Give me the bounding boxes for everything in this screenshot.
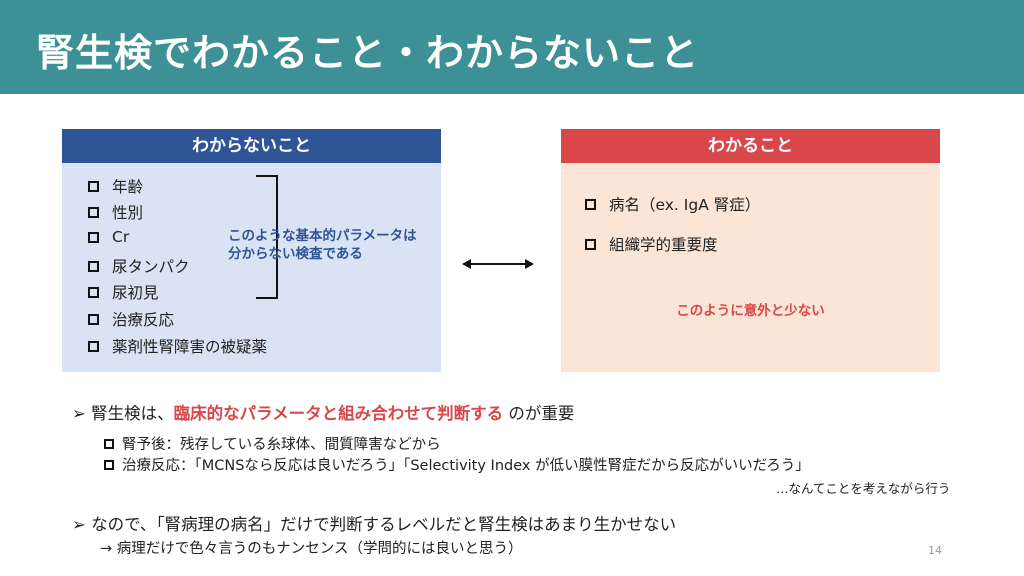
- list-item: 尿タンパク: [88, 255, 190, 277]
- double-arrow-icon: [462, 259, 534, 269]
- list-item: 組織学的重要度: [585, 233, 718, 255]
- item-label: 尿タンパク: [112, 258, 190, 276]
- page-number: 14: [928, 544, 942, 557]
- title-bar: [0, 0, 1024, 94]
- item-label: 尿初見: [112, 284, 159, 302]
- arrow-bullet-icon: ➢: [72, 404, 92, 423]
- checkbox-icon: [88, 231, 99, 243]
- list-item: 治療反応: [88, 308, 174, 330]
- checkbox-icon: [88, 206, 99, 218]
- checkbox-icon: [88, 260, 99, 272]
- list-item: 性別: [88, 201, 143, 223]
- checkbox-icon: [88, 340, 99, 352]
- sub-bullet: 治療反応：「MCNSなら反応は良いだろう」「Selectivity Index …: [104, 454, 810, 475]
- known-note: このように意外と少ない: [676, 303, 825, 319]
- checkbox-icon: [585, 198, 596, 210]
- item-label: 治療反応: [112, 311, 175, 329]
- known-box: わかること 病名（ex. IgA 腎症） 組織学的重要度 このように意外と少ない: [561, 129, 940, 372]
- item-label: 性別: [112, 204, 144, 222]
- arrow-bullet-icon: ➢: [72, 515, 92, 534]
- checkbox-icon: [88, 313, 99, 325]
- bullet-2: ➢ なので、「腎病理の病名」だけで判断するレベルだと腎生検はあまり生かせない: [72, 511, 676, 535]
- list-item: 尿初見: [88, 281, 159, 303]
- note-line: 分からない検査である: [228, 246, 363, 262]
- highlight-text: 臨床的なパラメータと組み合わせて判断する: [173, 404, 504, 423]
- slide-title: 腎生検でわかること・わからないこと: [36, 31, 700, 75]
- text: 腎生検は、: [91, 404, 174, 423]
- text: なので、「腎病理の病名」だけで判断するレベルだと腎生検はあまり生かせない: [91, 515, 677, 534]
- sub-bullet: 腎予後：残存している糸球体、間質障害などから: [104, 433, 441, 454]
- list-item: Cr: [88, 228, 129, 246]
- text: のが重要: [503, 404, 575, 423]
- list-item: 年齢: [88, 175, 143, 197]
- checkbox-icon: [104, 438, 114, 449]
- list-item: 病名（ex. IgA 腎症）: [585, 193, 760, 215]
- item-label: 組織学的重要度: [609, 236, 718, 254]
- bullet-1: ➢ 腎生検は、臨床的なパラメータと組み合わせて判断する のが重要: [72, 400, 574, 424]
- checkbox-icon: [585, 238, 596, 250]
- bullet-2-sub: → 病理だけで色々言うのもナンセンス（学問的には良いと思う）: [100, 541, 523, 557]
- text: 腎予後：残存している糸球体、間質障害などから: [122, 437, 441, 453]
- bracket: [256, 175, 278, 299]
- aside-text: …なんてことを考えながら行う: [776, 481, 951, 496]
- item-label: 病名（ex. IgA 腎症）: [609, 196, 761, 214]
- list-item: 薬剤性腎障害の被疑薬: [88, 335, 267, 357]
- unknown-note: このような基本的パラメータは分からない検査である: [228, 227, 417, 263]
- item-label: Cr: [112, 228, 130, 246]
- checkbox-icon: [104, 459, 114, 470]
- checkbox-icon: [88, 286, 99, 298]
- item-label: 薬剤性腎障害の被疑薬: [112, 338, 268, 356]
- text: 治療反応：「MCNSなら反応は良いだろう」「Selectivity Index …: [122, 458, 810, 474]
- note-line: このような基本的パラメータは: [228, 228, 417, 244]
- known-box-header: わかること: [561, 129, 940, 163]
- checkbox-icon: [88, 180, 99, 192]
- unknown-box-header: わからないこと: [62, 129, 441, 163]
- unknown-box: わからないこと 年齢 性別 Cr 尿タンパク 尿初見 治療反応 薬剤性腎障害の被…: [62, 129, 441, 372]
- item-label: 年齢: [112, 178, 144, 196]
